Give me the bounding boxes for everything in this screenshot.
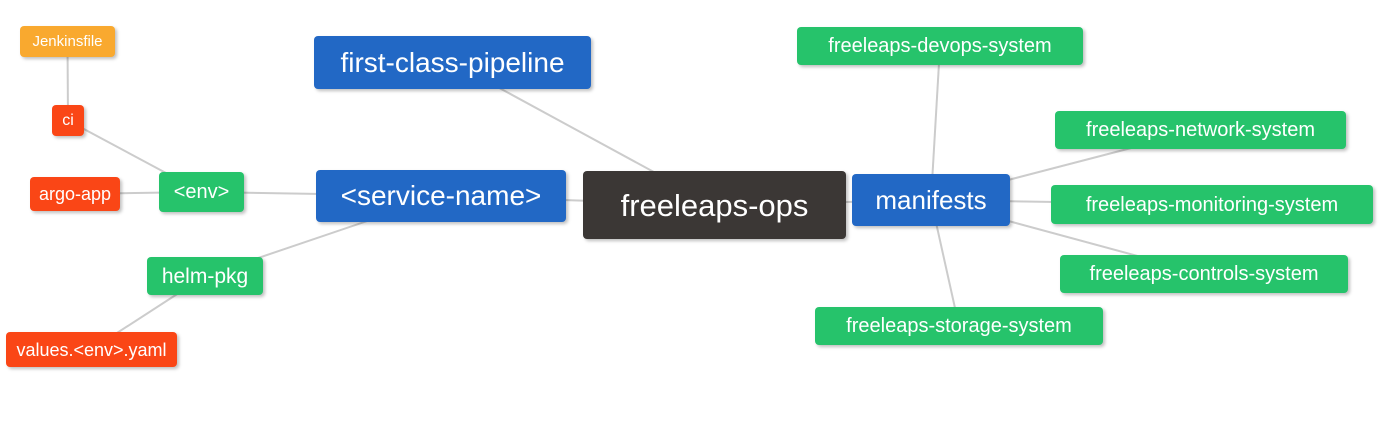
node-first-class-pipeline[interactable]: first-class-pipeline	[314, 36, 591, 89]
node-freeleaps-ops[interactable]: freeleaps-ops	[583, 171, 846, 239]
node-label: ci	[62, 111, 74, 129]
node-freeleaps-devops-system[interactable]: freeleaps-devops-system	[797, 27, 1083, 65]
node-values-env-yaml[interactable]: values.<env>.yaml	[6, 332, 177, 367]
node-label: freeleaps-storage-system	[846, 315, 1072, 337]
node-ci[interactable]: ci	[52, 105, 84, 136]
node-freeleaps-monitoring-system[interactable]: freeleaps-monitoring-system	[1051, 185, 1373, 224]
node-env[interactable]: <env>	[159, 172, 244, 212]
node-label: <env>	[173, 181, 230, 203]
node-helm-pkg[interactable]: helm-pkg	[147, 257, 263, 295]
node-label: freeleaps-network-system	[1086, 119, 1315, 141]
node-service-name[interactable]: <service-name>	[316, 170, 566, 222]
node-label: first-class-pipeline	[340, 46, 565, 78]
node-label: freeleaps-monitoring-system	[1085, 193, 1339, 216]
node-label: argo-app	[38, 184, 112, 204]
node-jenkinsfile[interactable]: Jenkinsfile	[20, 26, 115, 57]
node-label: Jenkinsfile	[32, 33, 103, 50]
node-label: freeleaps-controls-system	[1089, 263, 1319, 285]
node-manifests[interactable]: manifests	[852, 174, 1010, 226]
node-label: values.<env>.yaml	[16, 339, 167, 360]
node-label: helm-pkg	[161, 264, 249, 288]
node-label: freeleaps-devops-system	[828, 35, 1052, 57]
node-freeleaps-network-system[interactable]: freeleaps-network-system	[1055, 111, 1346, 149]
node-label: <service-name>	[340, 180, 542, 211]
node-label: freeleaps-ops	[620, 187, 809, 223]
node-argo-app[interactable]: argo-app	[30, 177, 120, 211]
node-label: manifests	[875, 185, 987, 215]
node-freeleaps-controls-system[interactable]: freeleaps-controls-system	[1060, 255, 1348, 293]
node-freeleaps-storage-system[interactable]: freeleaps-storage-system	[815, 307, 1103, 345]
